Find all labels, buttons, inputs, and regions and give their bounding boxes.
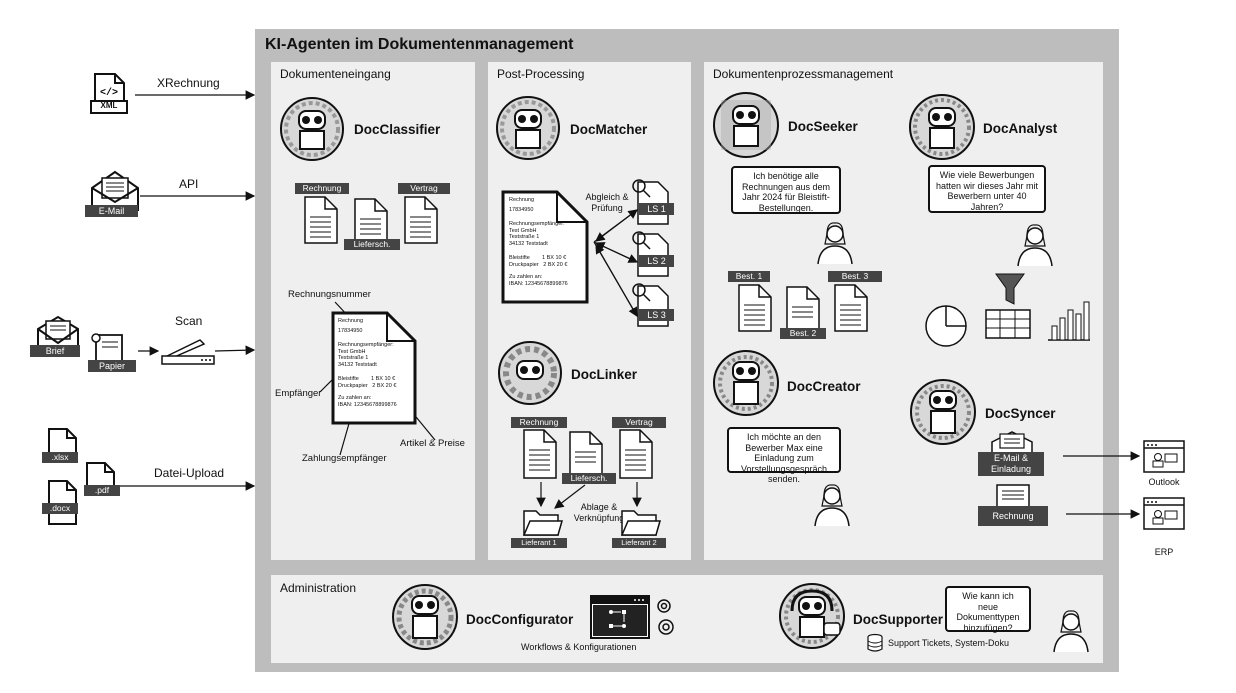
brief-tag: Brief — [30, 345, 80, 357]
doclinker-title: DocLinker — [571, 367, 638, 382]
docx-tag: .docx — [42, 503, 78, 514]
best2-tag: Best. 2 — [780, 328, 826, 339]
analyst-chart-icons — [925, 273, 1090, 347]
docanalyst-avatar-icon — [909, 94, 975, 160]
lieferant2-tag: Lieferant 2 — [612, 538, 666, 548]
artikel-label: Artikel & Preise — [400, 438, 465, 449]
outlook-label: Outlook — [1148, 477, 1180, 487]
scanner-icon — [161, 339, 215, 365]
syncer-email-tag: E-Mail & Einladung — [978, 452, 1044, 476]
docanalyst-title: DocAnalyst — [983, 121, 1058, 136]
xrechnung-label: XRechnung — [157, 76, 220, 90]
ls2-tag: LS 2 — [639, 255, 674, 267]
syncer-rechnung-tag: Rechnung — [978, 506, 1048, 526]
docsyncer-avatar-icon — [910, 379, 976, 445]
person-icon-seeker — [817, 222, 853, 265]
best3-tag: Best. 3 — [828, 271, 882, 282]
docmatcher-avatar-icon — [496, 96, 560, 160]
workflows-label: Workflows & Konfigurationen — [521, 642, 637, 652]
analyst-speech-bubble: Wie viele Bewerbungen hatten wir dieses … — [928, 165, 1046, 213]
seeker-document-icons — [738, 284, 868, 332]
panel-title-prozess: Dokumentenprozessmanagement — [713, 67, 894, 81]
matcher-invoice-text: Rechnung 17834950 Rechnungsempfänger: Te… — [509, 197, 568, 287]
ls3-tag: LS 3 — [639, 309, 674, 321]
person-icon-analyst — [1017, 224, 1053, 267]
empfaenger-label: Empfänger — [275, 388, 322, 399]
abgleich-label: Abgleich & Prüfung — [585, 192, 629, 213]
database-icon — [867, 633, 883, 652]
workflow-window-icon — [590, 595, 674, 639]
xml-label: XML — [100, 101, 118, 110]
linker-rechnung-tag: Rechnung — [511, 417, 567, 428]
docsupporter-avatar-icon — [779, 583, 845, 649]
seeker-speech-bubble: Ich benötige alle Rechnungen aus dem Jah… — [731, 166, 841, 214]
folder-icons — [522, 510, 661, 536]
outlook-window-icon — [1143, 440, 1185, 473]
zahlungsempfaenger-label: Zahlungsempfänger — [302, 453, 387, 464]
docclassifier-avatar-icon — [280, 97, 344, 161]
docclassifier-title: DocClassifier — [354, 122, 441, 137]
person-icon-creator — [814, 484, 850, 527]
docseeker-avatar-icon — [713, 92, 779, 158]
syncer-document-icon — [996, 484, 1030, 508]
panel-title-post: Post-Processing — [497, 67, 585, 81]
xlsx-tag: .xlsx — [42, 452, 78, 463]
classifier-rechnung-tag: Rechnung — [295, 183, 349, 194]
diagram-title: KI-Agenten im Dokumentenmanagement — [265, 36, 574, 53]
doccreator-title: DocCreator — [787, 379, 861, 394]
matcher-ls-documents — [632, 179, 669, 327]
syncer-envelope-icon — [991, 431, 1033, 457]
creator-speech-bubble: Ich möchte an den Bewerber Max eine Einl… — [727, 427, 841, 484]
papier-tag: Papier — [88, 360, 136, 372]
classifier-document-icons — [304, 196, 438, 246]
linker-liefersch-tag: Liefersch. — [562, 473, 616, 484]
xml-file-icon: </> — [90, 73, 128, 114]
classifier-invoice-shape — [331, 311, 417, 425]
linker-vertrag-tag: Vertrag — [612, 417, 666, 428]
erp-window-icon — [1143, 497, 1185, 530]
panel-title-admin: Administration — [280, 581, 357, 595]
scan-label: Scan — [175, 314, 203, 328]
docseeker-title: DocSeeker — [788, 119, 858, 134]
lieferant1-tag: Lieferant 1 — [511, 538, 567, 548]
ablage-label: Ablage & Verknüpfung — [573, 502, 625, 523]
doclinker-avatar-icon — [498, 341, 562, 405]
person-icon-supporter — [1053, 610, 1089, 653]
supporter-speech-bubble: Wie kann ich neue Dokumenttypen hinzufüg… — [945, 586, 1031, 633]
doccreator-avatar-icon — [713, 350, 779, 416]
classifier-invoice-text: Rechnung 17834950 Rechnungsempfänger: Te… — [338, 318, 397, 408]
panel-title-eingang: Dokumenteneingang — [280, 67, 391, 81]
matcher-invoice-shape — [501, 190, 589, 304]
best1-tag: Best. 1 — [728, 271, 770, 282]
docsupporter-title: DocSupporter — [853, 612, 944, 627]
docconfigurator-title: DocConfigurator — [466, 612, 574, 627]
erp-label: ERP — [1154, 547, 1174, 557]
ls1-tag: LS 1 — [639, 203, 674, 215]
classifier-vertrag-tag: Vertrag — [398, 183, 450, 194]
classifier-liefersch-tag: Liefersch. — [344, 239, 400, 250]
tickets-label: Support Tickets, System-Doku — [888, 638, 1010, 648]
linker-document-icons — [523, 429, 653, 479]
docmatcher-title: DocMatcher — [570, 122, 648, 137]
upload-label: Datei-Upload — [154, 466, 225, 480]
svg-text:</>: </> — [100, 87, 118, 99]
email-tag: E-Mail — [85, 205, 138, 217]
pdf-tag: .pdf — [84, 485, 120, 496]
docsyncer-title: DocSyncer — [985, 406, 1056, 421]
docconfigurator-avatar-icon — [392, 584, 458, 650]
email-envelope-icon — [91, 170, 139, 211]
api-label: API — [179, 177, 199, 191]
rechnungsnummer-label: Rechnungsnummer — [288, 289, 371, 300]
